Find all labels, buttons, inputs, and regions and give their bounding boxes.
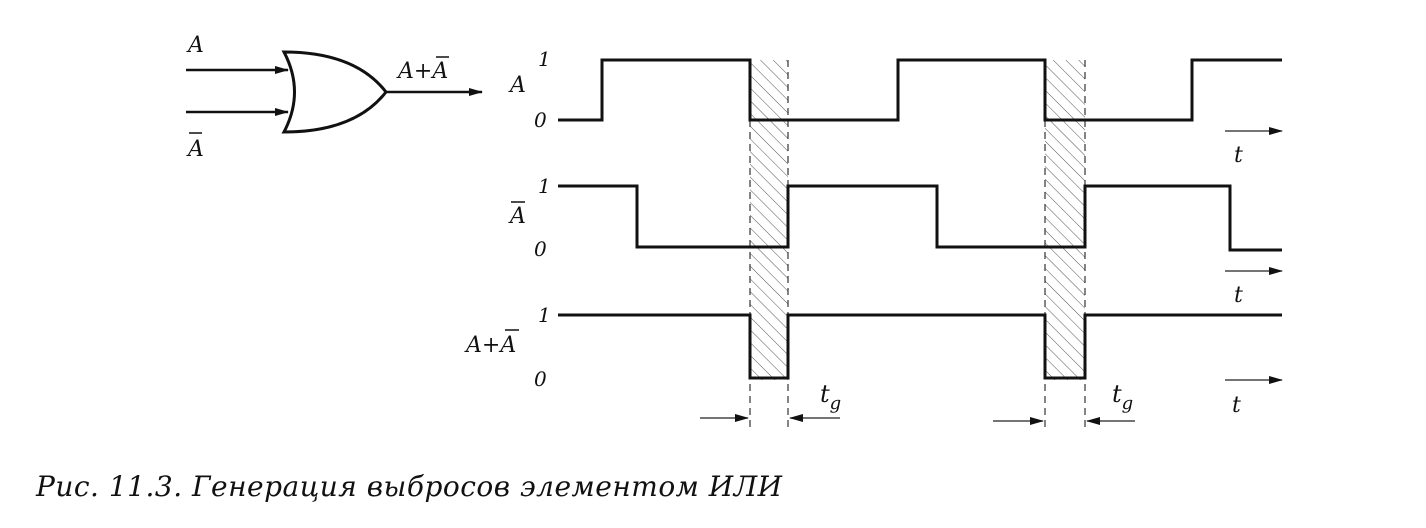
signal-or-output-low-label: 0: [534, 367, 547, 391]
gate-input-a-label: A: [186, 33, 204, 58]
glitch-width-label: tg: [820, 380, 841, 414]
time-axis-label: t: [1234, 283, 1243, 308]
signal-not-a-low-label: 0: [534, 237, 547, 261]
signal-or-output-high-label: 1: [538, 303, 551, 327]
signal-a-high-label: 1: [538, 47, 551, 71]
or-gate-symbol: [281, 50, 388, 134]
gate-output-label: A+A: [396, 59, 448, 84]
glitch-window-1: [750, 60, 788, 380]
glitch-width-label: tg: [1112, 380, 1133, 414]
signal-a-low-label: 0: [534, 108, 547, 132]
or-gate: A A A+A: [186, 33, 483, 162]
time-axis-label: t: [1232, 393, 1241, 418]
signal-or-output-waveform: [558, 313, 1282, 380]
glitch-width-marker-2: tg: [993, 380, 1135, 425]
signal-a: A 1 0 t: [508, 47, 1283, 168]
signal-a-waveform: [558, 58, 1282, 122]
signal-not-a: A 1 0 t: [508, 174, 1283, 308]
glitch-window-2: [1045, 60, 1085, 380]
signal-not-a-name: A: [508, 204, 526, 229]
figure-caption: Рис. 11.3. Генерация выбросов элементом …: [36, 470, 783, 503]
signal-not-a-waveform: [558, 184, 1282, 252]
gate-input-not-a-label: A: [186, 137, 204, 162]
signal-or-output-name: A+A: [464, 333, 516, 358]
signal-or-output: A+A 1 0 t: [464, 303, 1283, 418]
signal-a-name: A: [508, 73, 526, 98]
time-axis-label: t: [1234, 143, 1243, 168]
signal-not-a-high-label: 1: [538, 174, 551, 198]
glitch-width-marker-1: tg: [700, 380, 841, 422]
